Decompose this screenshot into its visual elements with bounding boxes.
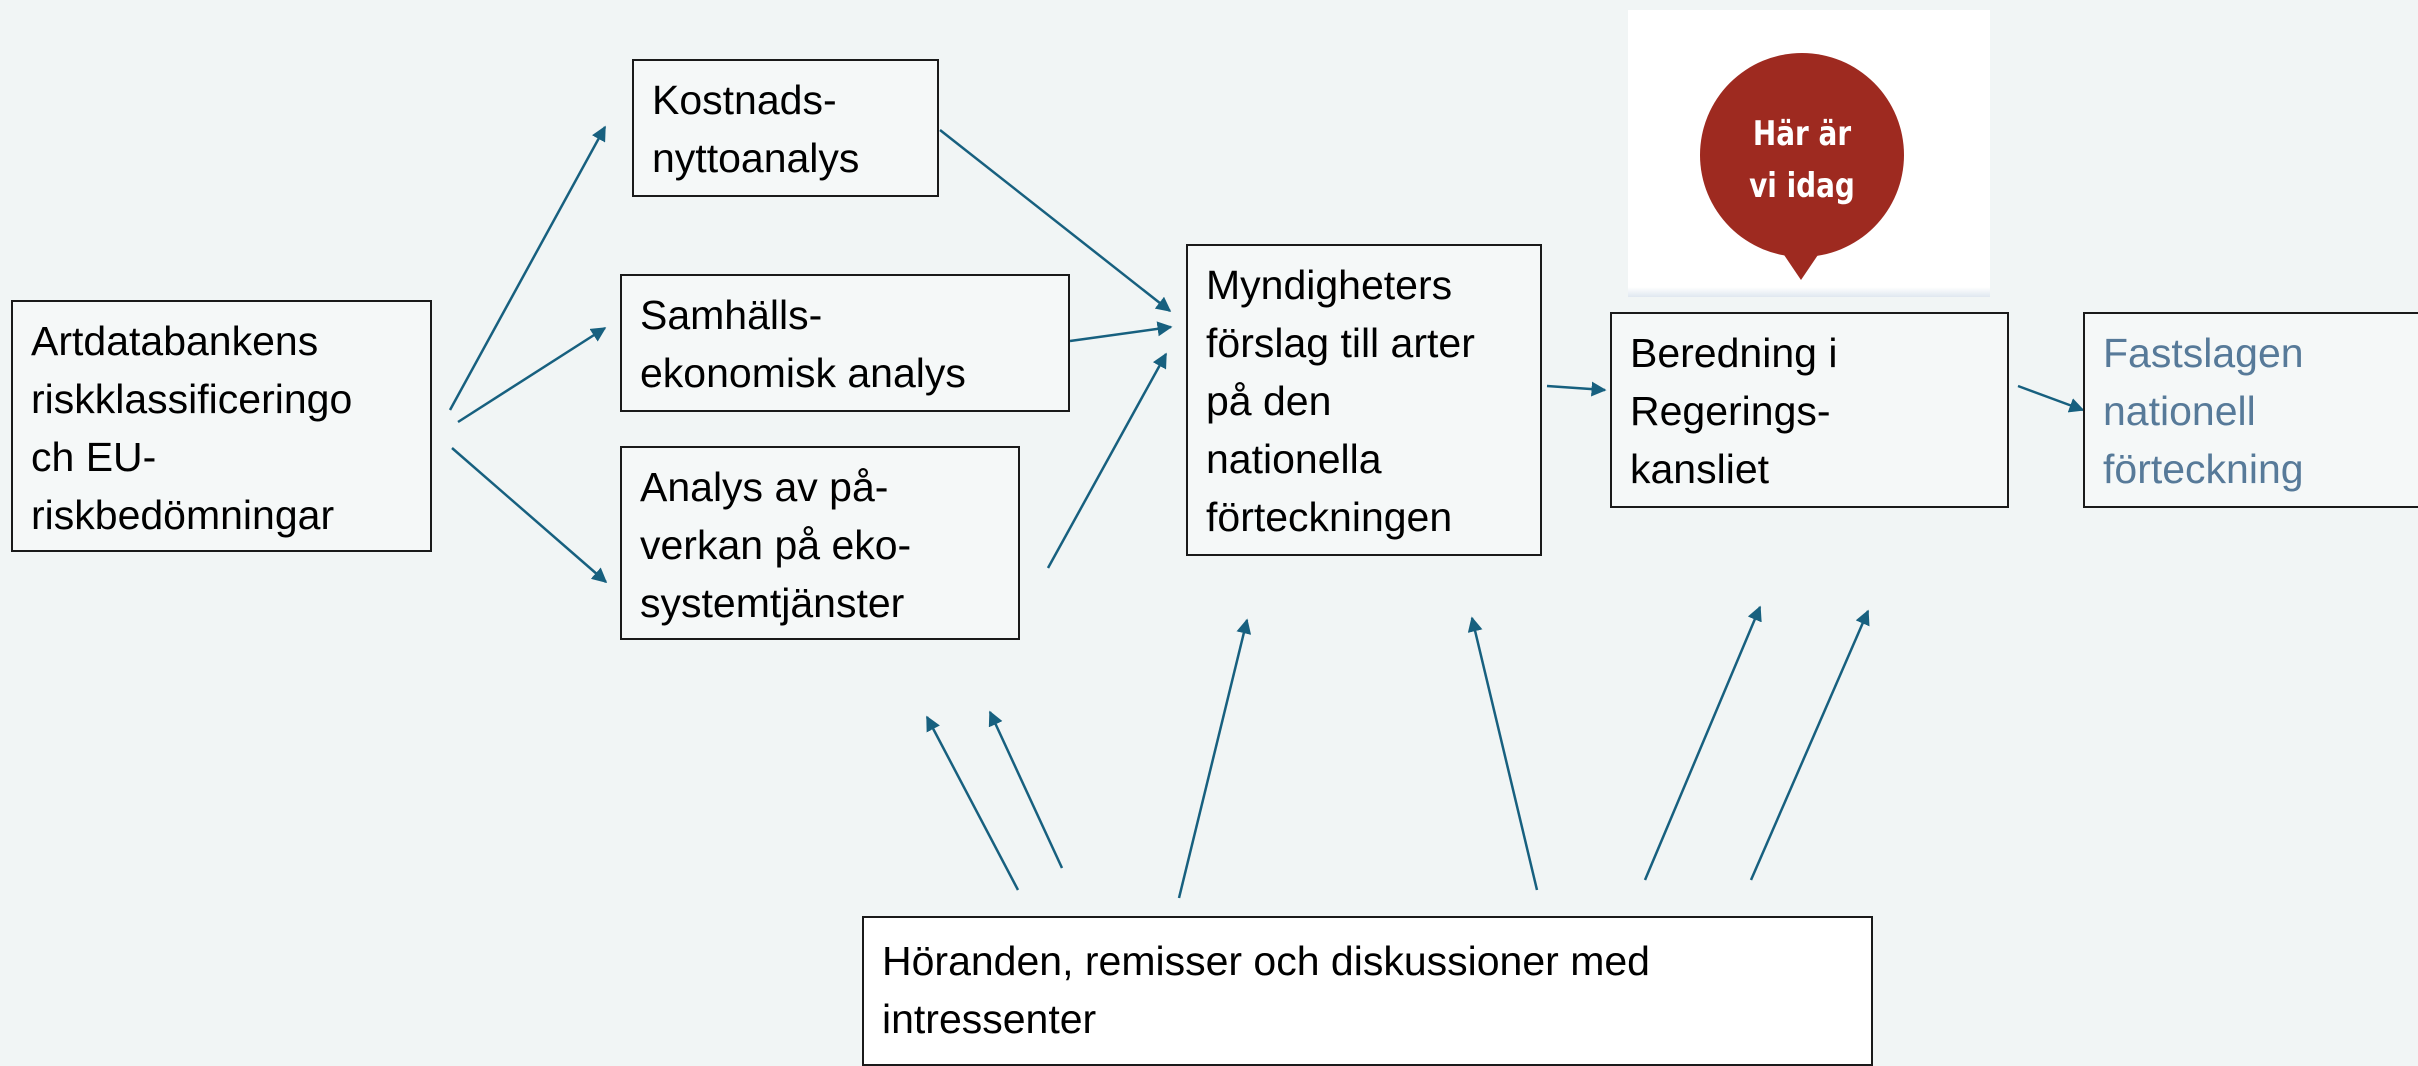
location-pin-icon: Här är vi idag bbox=[1628, 10, 1990, 297]
arrow-socio-economic-to-agency bbox=[1069, 321, 1173, 343]
node-government-preparation: Beredning i Regerings- kansliet bbox=[1610, 312, 2009, 508]
arrow-consultation-to-agency-1 bbox=[1177, 618, 1252, 899]
node-stakeholder-consultations: Höranden, remisser och diskussioner med … bbox=[862, 916, 1873, 1066]
arrow-consultation-to-ecosystem-2 bbox=[988, 710, 1064, 869]
arrow-consultation-to-government-2 bbox=[1749, 609, 1870, 881]
arrow-cost-benefit-to-agency bbox=[939, 129, 1172, 312]
badge-label: Här är vi idag bbox=[1749, 114, 1855, 206]
arrow-source-to-ecosystem bbox=[451, 447, 608, 583]
node-ecosystem-services-analysis: Analys av på- verkan på eko- systemtjäns… bbox=[620, 446, 1020, 640]
arrow-source-to-socio-economic bbox=[457, 326, 607, 424]
arrow-consultation-to-agency-2 bbox=[1467, 616, 1539, 891]
arrow-agency-to-government bbox=[1546, 381, 1607, 397]
node-socio-economic-analysis: Samhälls- ekonomisk analys bbox=[620, 274, 1070, 412]
arrow-source-to-cost-benefit bbox=[448, 125, 607, 411]
node-final-national-list: Fastslagen nationell förteckning bbox=[2083, 312, 2418, 508]
arrow-ecosystem-to-agency bbox=[1046, 352, 1168, 569]
arrow-consultation-to-ecosystem-1 bbox=[925, 715, 1020, 891]
node-artdatabanken-risk-classification: Artdatabankens riskklassificeringo ch EU… bbox=[11, 300, 432, 552]
node-cost-benefit-analysis: Kostnads- nyttoanalys bbox=[632, 59, 939, 197]
arrow-government-to-final bbox=[2017, 384, 2085, 413]
arrow-consultation-to-government-1 bbox=[1643, 605, 1762, 881]
node-agency-proposal: Myndigheters förslag till arter på den n… bbox=[1186, 244, 1542, 556]
